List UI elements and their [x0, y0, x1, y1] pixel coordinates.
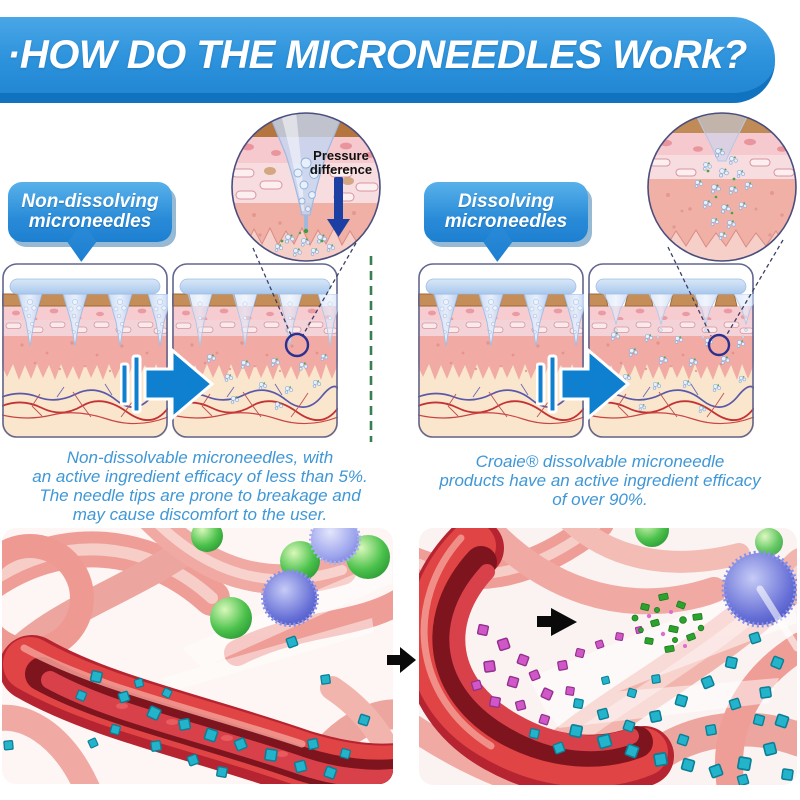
green-cluster-magenta-dots — [646, 610, 687, 648]
active-ingredient-spheres — [191, 528, 390, 639]
magnified-view-dissolving — [646, 111, 798, 263]
nondissolving-inset-illustration — [231, 112, 381, 262]
bubble-label-line: microneedles — [28, 211, 152, 232]
transform-arrow-icon — [119, 338, 216, 430]
dissolving-bubbles — [293, 157, 319, 212]
caption-dissolving: Croaie® dissolvable microneedle products… — [439, 452, 761, 509]
pressure-difference-label: Pressure difference — [309, 148, 373, 177]
blood-vessel-render-after — [419, 528, 797, 785]
released-particles — [274, 231, 336, 257]
green-particle-cluster — [631, 592, 705, 653]
pressure-difference-arrow-icon — [327, 177, 350, 237]
transform-arrow-icon — [535, 338, 632, 430]
dissolving-inset-illustration — [647, 112, 797, 262]
bubble-label-line: Dissolving — [457, 191, 555, 212]
bubble-label-line: Non-dissolving — [21, 191, 159, 212]
title-banner: ·HOW DO THE MICRONEEDLES WoRk? — [0, 17, 775, 103]
flow-arrow-icon — [537, 608, 577, 636]
label-bubble-dissolving: Dissolving microneedles — [424, 182, 588, 242]
page-title: ·HOW DO THE MICRONEEDLES WoRk? — [7, 32, 747, 77]
caption-nondissolving: Non-dissolvable microneedles, with an ac… — [32, 448, 368, 524]
dissolved-molecule-spray — [694, 148, 754, 240]
bubble-label-line: microneedles — [444, 211, 568, 232]
label-bubble-nondissolving: Non-dissolving microneedles — [8, 182, 172, 242]
next-arrow-icon — [387, 647, 416, 673]
magnified-view-nondissolving — [230, 111, 382, 263]
blood-vessel-render-before — [2, 528, 393, 784]
